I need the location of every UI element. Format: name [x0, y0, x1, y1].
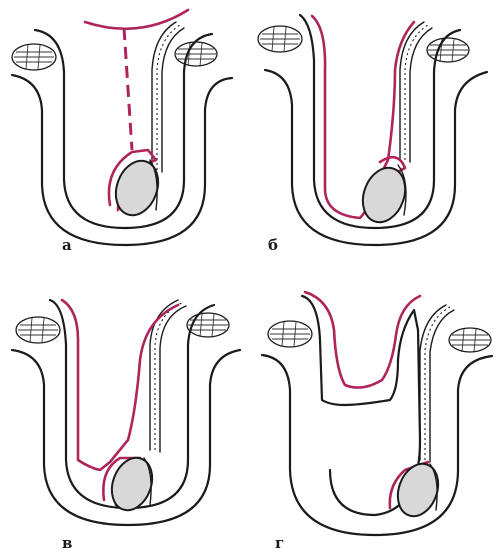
spermatic-cord-texture [425, 307, 450, 460]
muscle-bundle-left [12, 44, 56, 70]
spermatic-cord-texture [155, 303, 182, 450]
peritoneum-top [85, 10, 188, 29]
spermatic-cord-line-1 [420, 305, 446, 460]
panel-label-a: а [62, 236, 72, 254]
peritoneum-closed [305, 292, 420, 388]
panel-label-v: в [62, 534, 72, 552]
spermatic-cord-line-1 [400, 22, 424, 160]
testis [356, 162, 413, 228]
panel-b: б [258, 15, 487, 254]
muscle-bundle-right [427, 38, 469, 62]
panel-label-b: б [268, 236, 278, 254]
spermatic-cord-texture [157, 25, 180, 170]
muscle-bundle-left [258, 26, 302, 52]
panel-a: а [12, 10, 232, 254]
muscle-bundle-right [449, 328, 491, 352]
spermatic-cord-line-2 [160, 306, 186, 452]
panel-g: г [262, 292, 492, 552]
panel-v: в [12, 300, 240, 552]
processus-vaginalis-dashed [124, 28, 132, 150]
spermatic-cord-line-1 [152, 22, 176, 170]
muscle-bundle-right [175, 42, 217, 66]
panel-label-g: г [275, 534, 284, 552]
spermatic-cord-line-2 [430, 310, 454, 462]
muscle-bundle-left [16, 317, 60, 343]
muscle-bundle-left [268, 321, 312, 347]
